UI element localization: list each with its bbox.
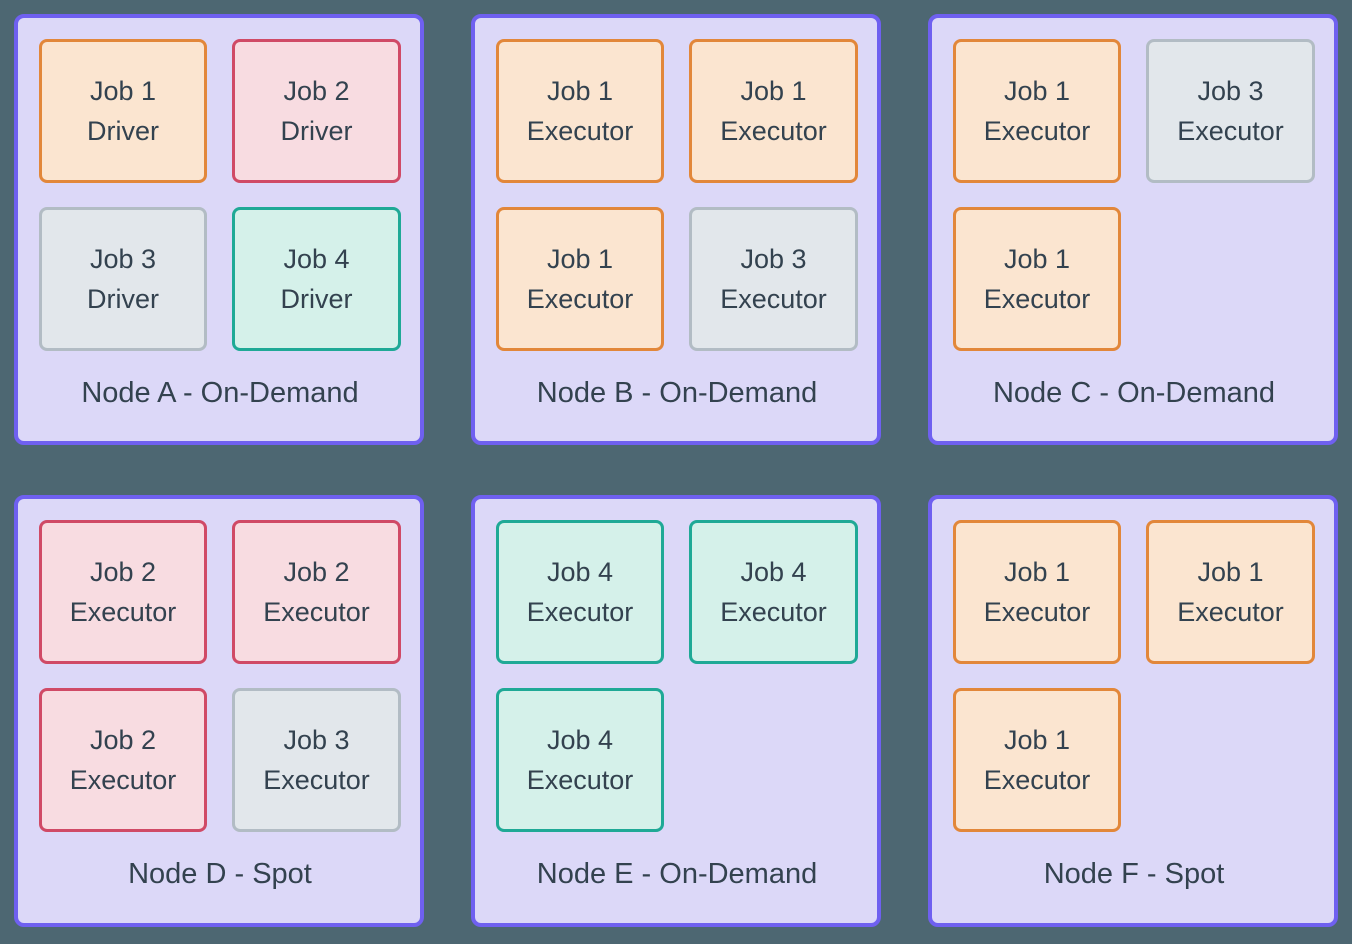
job-title: Job 1 [546,244,614,274]
job-title: Job 4 [740,557,807,587]
node-card-a: Job 1 Driver Job 2 Driver Job 3 Driver J… [14,14,424,445]
job-role: Executor [263,765,370,795]
job-title: Job 4 [283,244,350,274]
job-box: Job 4 Executor [496,520,664,664]
node-label: Node E - On-Demand [536,858,818,890]
job-title: Job 1 [1003,725,1071,755]
node-label: Node A - On-Demand [81,376,359,409]
job-box: Job 1 Executor [953,520,1121,664]
job-box: Job 1 Executor [953,688,1121,832]
job-box: Job 3 Driver [39,207,207,351]
job-box: Job 1 Executor [689,39,858,183]
job-box: Job 1 Executor [496,207,664,351]
node-label: Node D - Spot [128,858,312,890]
job-role: Driver [87,116,159,146]
job-title: Job 3 [89,244,157,274]
job-box: Job 2 Driver [232,39,401,183]
job-title: Job 3 [740,244,807,274]
job-grid: Job 4 Executor Job 4 Executor Job 4 Exec… [496,520,858,832]
job-role: Executor [69,765,177,795]
job-role: Executor [526,116,634,146]
job-role: Executor [526,597,634,627]
job-role: Executor [983,284,1091,314]
job-title: Job 1 [546,76,614,106]
job-grid: Job 2 Executor Job 2 Executor Job 2 Exec… [39,520,401,832]
job-box: Job 4 Executor [496,688,664,832]
job-title: Job 2 [89,725,157,755]
node-label: Node F - Spot [1043,858,1225,890]
job-role: Executor [720,284,827,314]
job-role: Executor [983,765,1091,795]
job-title: Job 3 [1197,76,1264,106]
job-role: Executor [1177,597,1284,627]
job-role: Executor [983,116,1091,146]
job-box: Job 2 Executor [232,520,401,664]
job-grid: Job 1 Executor Job 1 Executor Job 1 Exec… [496,39,858,351]
job-title: Job 1 [1003,76,1071,106]
job-title: Job 1 [1003,244,1071,274]
job-role: Executor [983,597,1091,627]
node-label: Node B - On-Demand [536,376,818,409]
job-title: Job 4 [546,725,614,755]
node-card-c: Job 1 Executor Job 3 Executor Job 1 Exec… [928,14,1338,445]
job-title: Job 3 [283,725,350,755]
job-role: Executor [526,765,634,795]
job-box: Job 4 Executor [689,520,858,664]
job-role: Executor [526,284,634,314]
node-card-f: Job 1 Executor Job 1 Executor Job 1 Exec… [928,495,1338,927]
job-box: Job 2 Executor [39,520,207,664]
job-grid: Job 1 Executor Job 3 Executor Job 1 Exec… [953,39,1315,351]
node-label: Node C - On-Demand [992,376,1276,409]
job-box: Job 1 Executor [496,39,664,183]
job-role: Executor [1177,116,1284,146]
job-title: Job 4 [546,557,614,587]
job-role: Executor [720,116,827,146]
node-card-d: Job 2 Executor Job 2 Executor Job 2 Exec… [14,495,424,927]
job-title: Job 1 [1197,557,1264,587]
job-role: Driver [280,116,353,146]
job-box: Job 1 Executor [1146,520,1315,664]
job-role: Driver [280,284,353,314]
job-box: Job 3 Executor [689,207,858,351]
job-box: Job 2 Executor [39,688,207,832]
node-card-e: Job 4 Executor Job 4 Executor Job 4 Exec… [471,495,881,927]
job-grid: Job 1 Executor Job 1 Executor Job 1 Exec… [953,520,1315,832]
job-title: Job 1 [89,76,157,106]
job-box: Job 3 Executor [1146,39,1315,183]
job-box: Job 1 Driver [39,39,207,183]
job-box: Job 1 Executor [953,39,1121,183]
job-title: Job 2 [283,557,350,587]
job-title: Job 2 [283,76,350,106]
node-card-b: Job 1 Executor Job 1 Executor Job 1 Exec… [471,14,881,445]
job-box: Job 1 Executor [953,207,1121,351]
job-title: Job 1 [740,76,807,106]
job-title: Job 1 [1003,557,1071,587]
job-grid: Job 1 Driver Job 2 Driver Job 3 Driver J… [39,39,401,351]
job-box: Job 3 Executor [232,688,401,832]
job-role: Executor [263,597,370,627]
job-role: Executor [720,597,827,627]
job-role: Driver [87,284,159,314]
job-box: Job 4 Driver [232,207,401,351]
job-title: Job 2 [89,557,157,587]
job-role: Executor [69,597,177,627]
